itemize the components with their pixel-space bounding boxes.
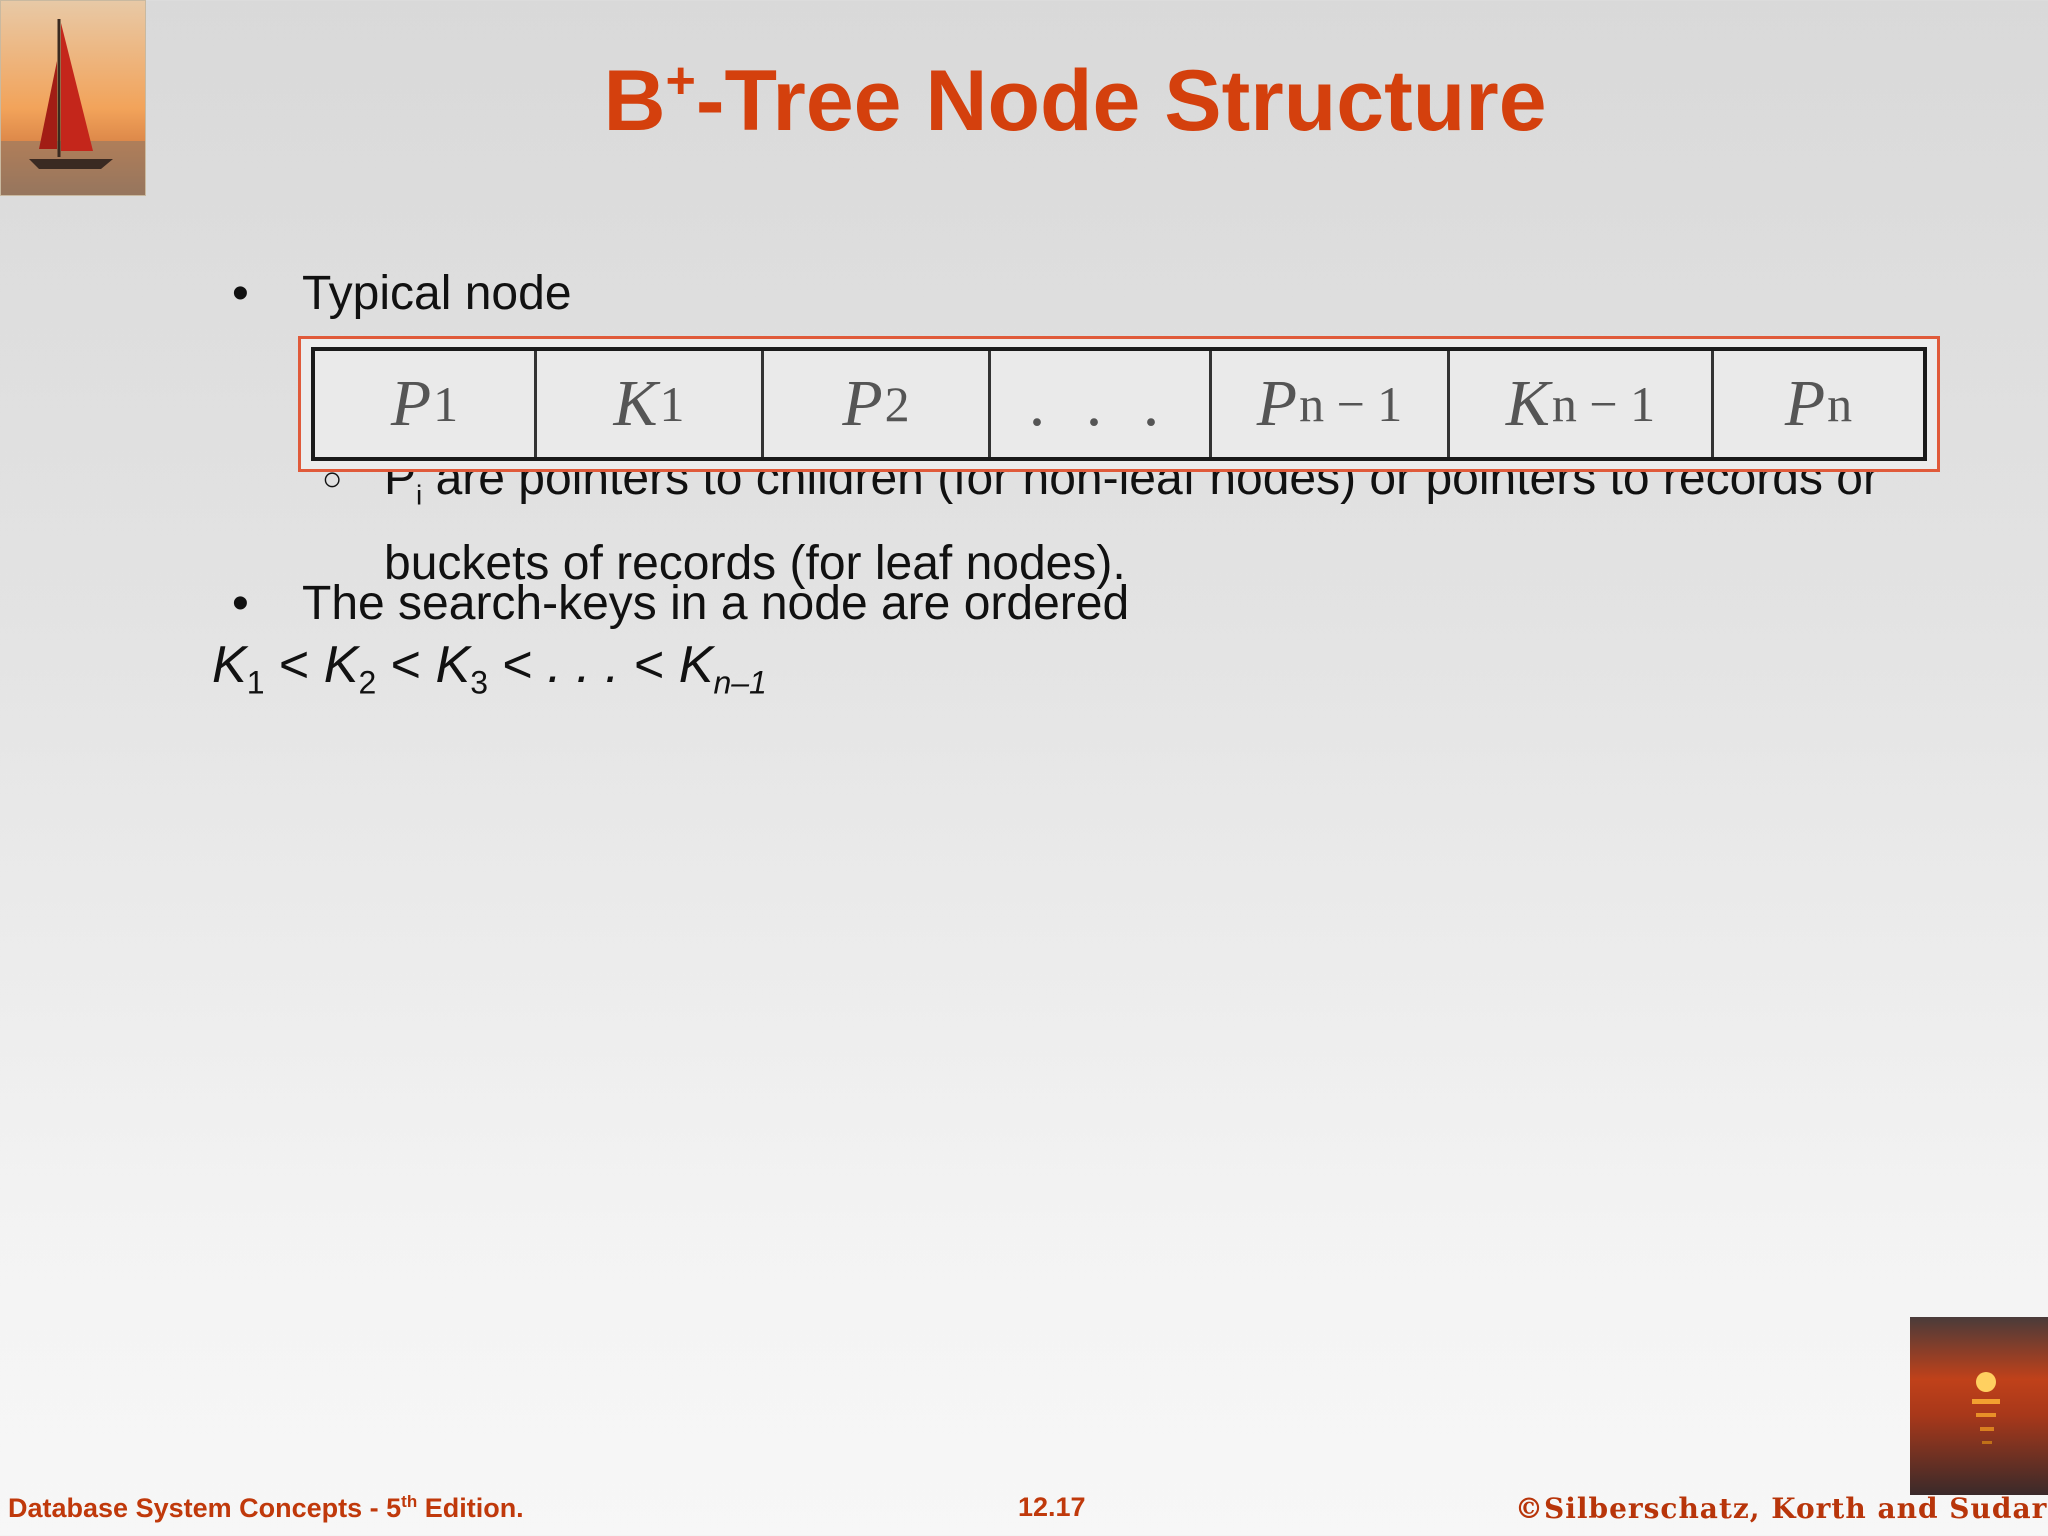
bullet-marker: • — [232, 267, 249, 320]
bullet-text: The search-keys in a node are ordered — [302, 577, 1130, 630]
key-order-formula: K1 < K2 < K3 < . . . < Kn–1 — [212, 636, 767, 701]
footer-book-title: Database System Concepts - 5th Edition. — [8, 1492, 524, 1523]
bullet-marker: • — [232, 577, 249, 630]
sunset-logo-icon — [1910, 1317, 2048, 1495]
slide-title: B+-Tree Node Structure — [603, 52, 1547, 149]
node-cell-ellipsis: . . . — [991, 351, 1212, 457]
sailboat-logo-icon — [0, 0, 146, 196]
footer-page-number: 12.17 — [1018, 1492, 1086, 1522]
footer-copyright: ©Silberschatz, Korth and Sudarshan — [1515, 1492, 2048, 1525]
bullet-text: Typical node — [302, 267, 572, 320]
